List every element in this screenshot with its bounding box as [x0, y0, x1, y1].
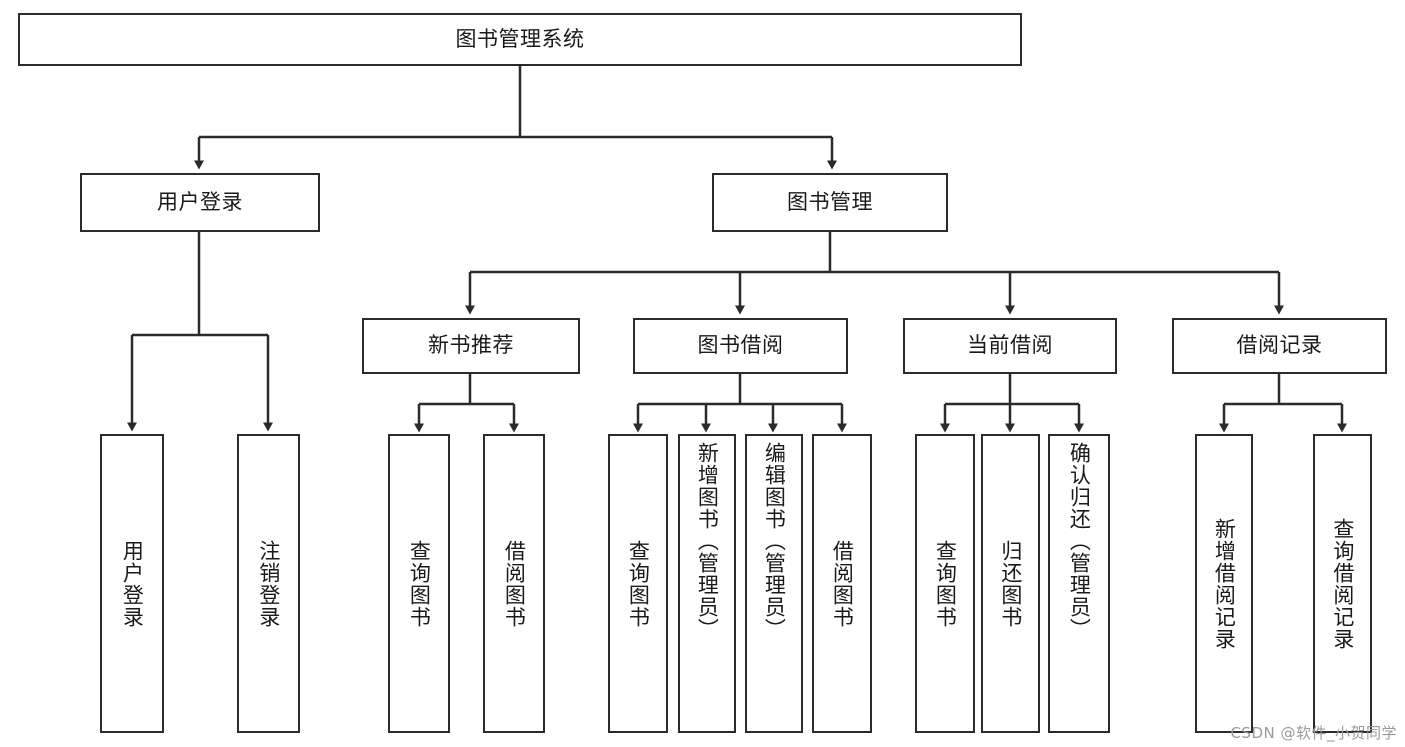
- node-label: 图书借阅: [697, 333, 784, 358]
- leaf-new-book-borrow[interactable]: 借阅图书: [483, 434, 545, 733]
- leaf-record-add-record[interactable]: 新增借阅记录: [1195, 434, 1253, 733]
- leaf-new-book-query[interactable]: 查询图书: [388, 434, 450, 733]
- node-label: 查询图书: [626, 539, 651, 628]
- node-label: 用户登录: [120, 539, 145, 628]
- node-label: 用户登录: [157, 189, 243, 214]
- node-label: 确认归还（管理员）: [1067, 442, 1092, 640]
- leaf-current-query-book[interactable]: 查询图书: [915, 434, 975, 733]
- leaf-borrow-edit-book-admin[interactable]: 编辑图书（管理员）: [745, 434, 803, 733]
- leaf-borrow-query-book[interactable]: 查询图书: [608, 434, 668, 733]
- node-label: 归还图书: [998, 539, 1023, 628]
- leaf-user-login-signin[interactable]: 用户登录: [100, 434, 164, 733]
- node-label: 查询借阅记录: [1330, 517, 1355, 650]
- node-label: 新书推荐: [428, 333, 514, 358]
- node-label: 当前借阅: [967, 333, 1053, 358]
- leaf-borrow-borrow-book[interactable]: 借阅图书: [812, 434, 872, 733]
- leaf-borrow-add-book-admin[interactable]: 新增图书（管理员）: [678, 434, 736, 733]
- node-label: 图书管理: [787, 189, 873, 214]
- node-label: 图书管理系统: [455, 26, 585, 51]
- node-label: 注销登录: [256, 539, 281, 628]
- node-label: 新增图书（管理员）: [695, 442, 720, 640]
- node-book-management[interactable]: 图书管理: [712, 173, 948, 232]
- node-borrow-record[interactable]: 借阅记录: [1172, 318, 1387, 374]
- watermark-text: CSDN @软件_小贺同学: [1230, 724, 1397, 742]
- node-label: 借阅图书: [830, 539, 855, 628]
- node-label: 借阅记录: [1236, 333, 1323, 358]
- leaf-current-return-book[interactable]: 归还图书: [981, 434, 1040, 733]
- node-book-borrow[interactable]: 图书借阅: [633, 318, 848, 374]
- node-root-system[interactable]: 图书管理系统: [18, 13, 1022, 66]
- leaf-current-confirm-return-admin[interactable]: 确认归还（管理员）: [1048, 434, 1110, 733]
- leaf-user-login-signout[interactable]: 注销登录: [237, 434, 300, 733]
- node-label: 查询图书: [407, 539, 432, 628]
- node-user-login[interactable]: 用户登录: [80, 173, 320, 232]
- node-label: 编辑图书（管理员）: [762, 442, 787, 640]
- node-label: 借阅图书: [502, 539, 527, 628]
- node-label: 新增借阅记录: [1212, 517, 1237, 650]
- node-label: 查询图书: [933, 539, 958, 628]
- leaf-record-query-record[interactable]: 查询借阅记录: [1313, 434, 1372, 733]
- node-new-book-recommend[interactable]: 新书推荐: [362, 318, 580, 374]
- node-current-borrow[interactable]: 当前借阅: [903, 318, 1117, 374]
